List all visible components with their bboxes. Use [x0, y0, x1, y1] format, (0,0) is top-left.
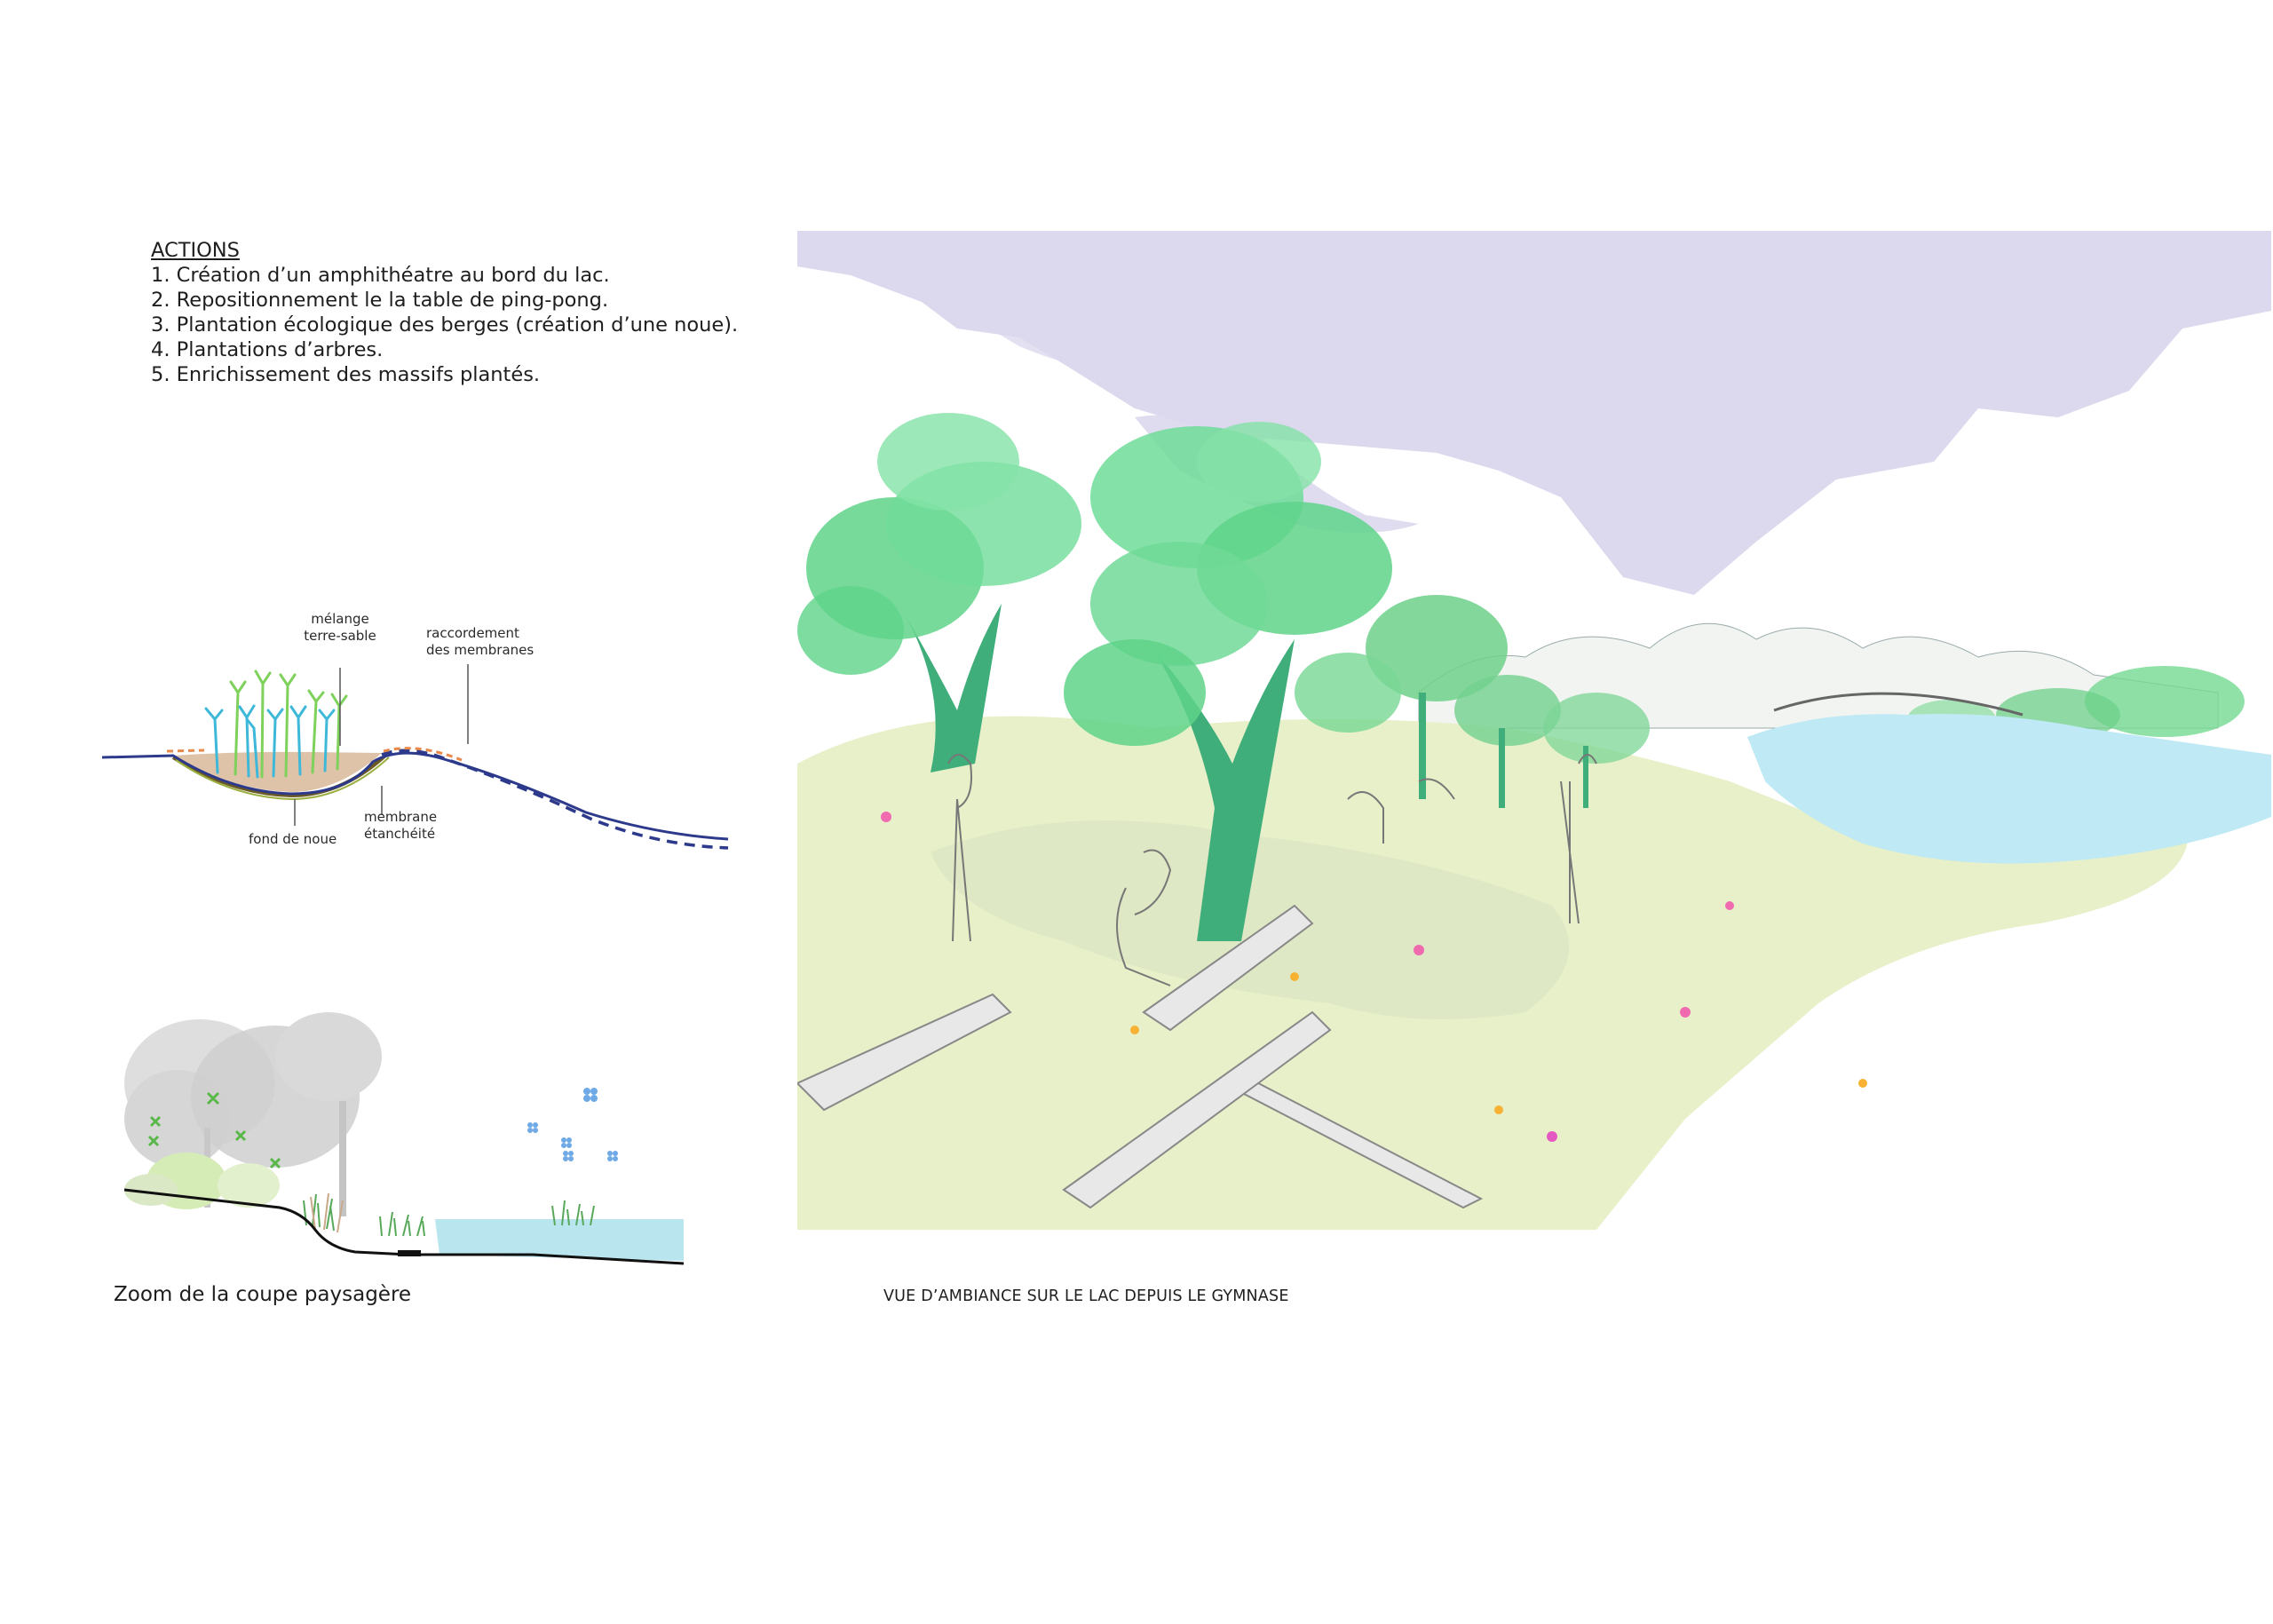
lake-ambiance-sketch [797, 231, 2271, 1230]
lake-water [1747, 714, 2271, 864]
soil-mix [173, 751, 382, 792]
wildflowers [881, 812, 1867, 1142]
reeds [204, 669, 348, 779]
bank-vegetation [303, 1193, 595, 1237]
zoom-caption: Zoom de la coupe paysagère [114, 1283, 412, 1306]
tree-left [797, 413, 1081, 772]
tree-center [1064, 422, 1392, 941]
action-item: 5. Enrichissement des massifs plantés. [151, 362, 738, 387]
action-text: Plantations d’arbres. [176, 338, 384, 361]
action-item: 1. Création d’un amphithéatre au bord du… [151, 263, 738, 288]
action-text: Enrichissement des massifs plantés. [176, 363, 541, 386]
label-melange-1: mélange [311, 611, 368, 627]
membrane-underlay [175, 757, 390, 801]
green-crosses [147, 1091, 281, 1169]
action-item: 4. Plantations d’arbres. [151, 337, 738, 362]
bank-reeds-tan [310, 1192, 344, 1233]
action-text: Plantation écologique des berges (créati… [176, 313, 739, 337]
ground-line [101, 751, 729, 841]
lake-bridge [1773, 692, 2024, 717]
action-number: 1. [151, 264, 170, 287]
ground-profile [123, 1188, 685, 1265]
ambiance-caption: VUE D’AMBIANCE SUR LE LAC DEPUIS LE GYMN… [883, 1287, 1289, 1305]
label-membrane-1: membrane [364, 809, 437, 825]
blue-flowers [527, 1088, 618, 1161]
action-item: 3. Plantation écologique des berges (cré… [151, 313, 738, 337]
tree-illustration [124, 1012, 382, 1216]
action-number: 2. [151, 289, 170, 312]
leader-lines [294, 664, 469, 826]
label-fond-de-noue: fond de noue [249, 831, 337, 847]
action-number: 4. [151, 338, 170, 361]
action-number: 5. [151, 363, 170, 386]
noue-section-diagram: mélange terre-sable raccordement des mem… [101, 611, 729, 850]
water-area [435, 1219, 684, 1261]
label-membrane-2: étanchéité [364, 826, 435, 842]
action-number: 3. [151, 313, 170, 337]
label-raccordement-1: raccordement [426, 625, 519, 641]
orange-dash-right [383, 747, 463, 762]
shrub-illustration [124, 1153, 280, 1209]
orange-dash-left [166, 749, 205, 753]
zoom-section-diagram [123, 1012, 685, 1265]
people-figures [947, 754, 1597, 986]
action-text: Création d’un amphithéatre au bord du la… [176, 264, 610, 287]
membrane-joint [398, 1250, 421, 1256]
tree-row [1295, 595, 1650, 808]
actions-title: ACTIONS [151, 239, 240, 262]
label-raccordement-2: des membranes [426, 642, 534, 658]
label-melange-2: terre-sable [304, 628, 376, 644]
concrete-steps [797, 904, 1484, 1209]
action-text: Repositionnement le la table de ping-pon… [176, 289, 609, 312]
grass-shadow [931, 820, 1570, 1019]
actions-list: 1. Création d’un amphithéatre au bord du… [151, 263, 738, 387]
action-item: 2. Repositionnement le la table de ping-… [151, 288, 738, 313]
actions-block: ACTIONS 1. Création d’un amphithéatre au… [151, 238, 738, 387]
membrane-connection-dashes [381, 749, 729, 850]
